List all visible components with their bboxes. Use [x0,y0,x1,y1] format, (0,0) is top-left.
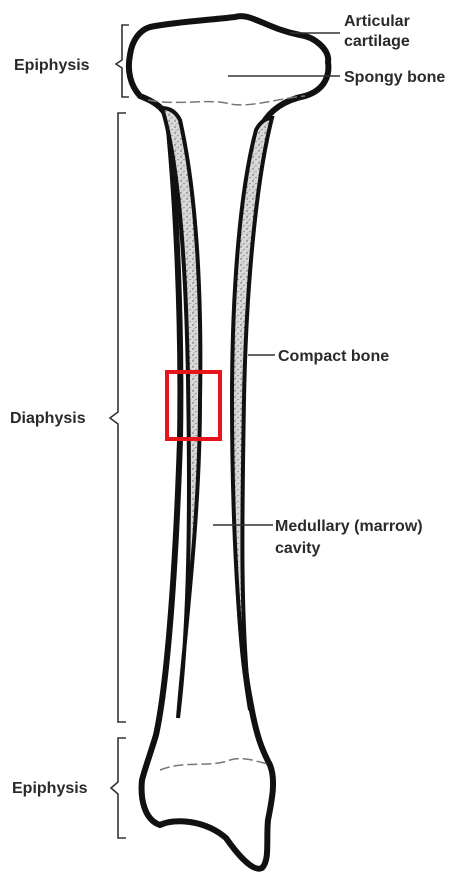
medullary-cavity-label-line2: cavity [275,540,320,557]
epiphysis-top-label: Epiphysis [14,57,90,74]
bone-outline [129,16,329,869]
articular-cartilage-label-line2: cartilage [344,33,410,50]
compact-bone-label: Compact bone [278,348,389,365]
region-brackets [110,25,129,838]
epiphysis-bottom-bracket [111,738,126,838]
spongy-bone-label: Spongy bone [344,69,445,86]
bone [129,16,329,869]
diaphysis-bracket [110,113,126,722]
epiphysis-bottom-label: Epiphysis [12,780,88,797]
articular-cartilage-label-line1: Articular [344,13,410,30]
diaphysis-label: Diaphysis [10,410,86,427]
medullary-cavity-label-line1: Medullary (marrow) [275,518,423,535]
